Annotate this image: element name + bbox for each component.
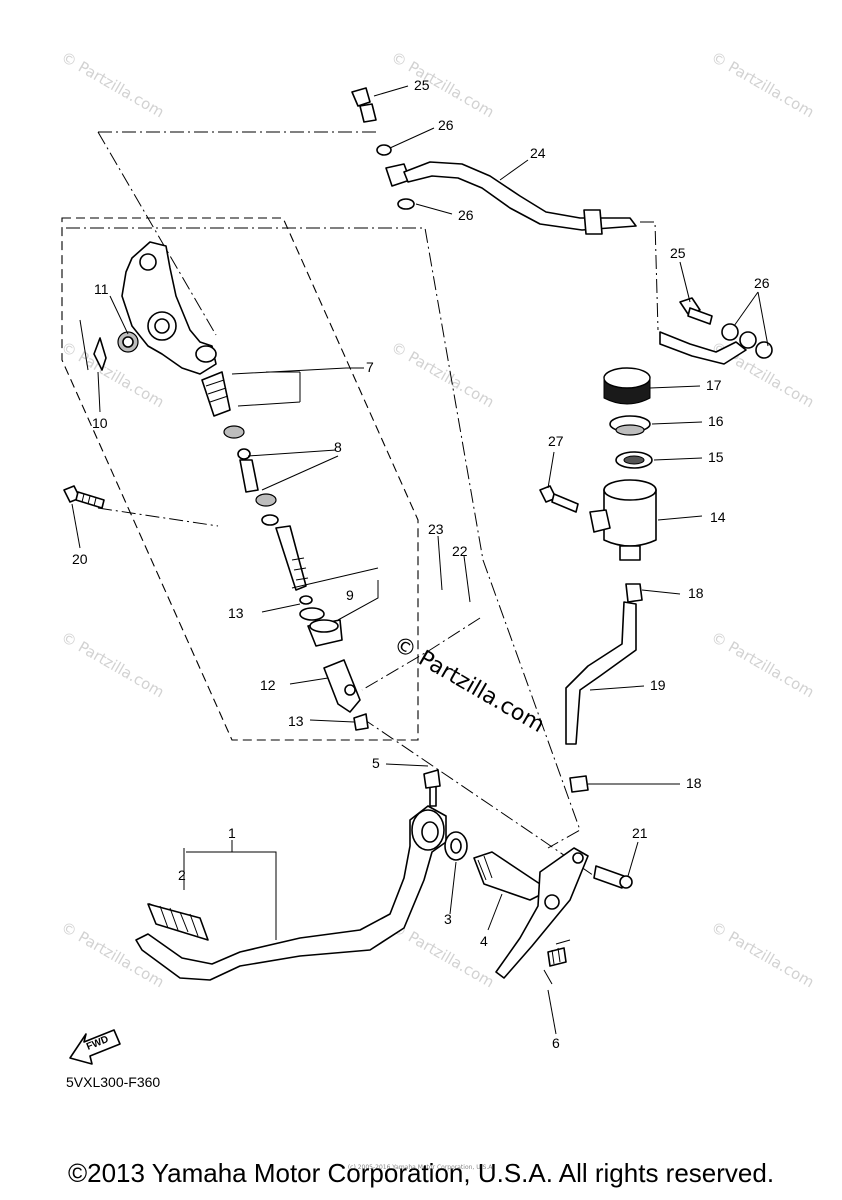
- watermarks: © Partzilla.com © Partzilla.com © Partzi…: [58, 48, 817, 991]
- watermark: © Partzilla.com: [58, 338, 167, 411]
- bolt-20: [63, 485, 105, 509]
- callout-25-lower: 25: [670, 245, 686, 261]
- master-cylinder-body: [79, 241, 217, 375]
- reservoir: [539, 367, 657, 561]
- callout-24: 24: [530, 145, 546, 161]
- callout-11: 11: [94, 281, 109, 297]
- callout-3: 3: [444, 911, 452, 927]
- outline-master-cylinder: [66, 227, 581, 849]
- watermark: © Partzilla.com: [708, 48, 817, 121]
- callout-19: 19: [650, 677, 666, 693]
- callout-16: 16: [708, 413, 724, 429]
- callouts: 1 2 3 4 5 6 7 8 9 10 11 12 13 13 14 15 1…: [72, 77, 770, 1051]
- diagram-code: 5VXL300-F360: [66, 1074, 161, 1090]
- leader-hose-2: [97, 131, 217, 336]
- callout-2: 2: [178, 867, 186, 883]
- callout-26-right: 26: [754, 275, 770, 291]
- callout-13-upper: 13: [228, 605, 244, 621]
- callout-20: 20: [72, 551, 88, 567]
- callout-5: 5: [372, 755, 380, 771]
- callout-12: 12: [260, 677, 276, 693]
- fwd-arrow: FWD: [69, 1029, 121, 1065]
- callout-1: 1: [228, 825, 236, 841]
- watermark: © Partzilla.com: [58, 48, 167, 121]
- pedal-shaft: [444, 831, 633, 985]
- callout-13-lower: 13: [288, 713, 304, 729]
- callout-15: 15: [708, 449, 724, 465]
- callout-14: 14: [710, 509, 726, 525]
- watermark: © Partzilla.com: [388, 48, 497, 121]
- small-print: (c) 2005-2016 Yamaha Motor Corporation, …: [347, 1164, 495, 1171]
- watermark: © Partzilla.com: [388, 338, 497, 411]
- callout-7: 7: [366, 359, 374, 375]
- watermark: © Partzilla.com: [388, 918, 497, 991]
- brake-pedal: [135, 769, 447, 981]
- callout-6: 6: [552, 1035, 560, 1051]
- callout-26-upper: 26: [438, 117, 454, 133]
- callout-10: 10: [92, 415, 108, 431]
- callout-21: 21: [632, 825, 648, 841]
- callout-26-middle: 26: [458, 207, 474, 223]
- leader-lines: [71, 85, 769, 1035]
- reservoir-hose: [565, 583, 643, 793]
- watermark: © Partzilla.com: [58, 628, 167, 701]
- clevis: [323, 659, 369, 731]
- callout-9: 9: [346, 587, 354, 603]
- leader-hose-3: [640, 221, 659, 331]
- callout-22: 22: [452, 543, 468, 559]
- leader-20: [97, 507, 219, 527]
- callout-23: 23: [428, 521, 444, 537]
- watermark: © Partzilla.com: [708, 628, 817, 701]
- callout-18-upper: 18: [688, 585, 704, 601]
- copyright-notice: ©2013 Yamaha Motor Corporation, U.S.A. A…: [67, 1158, 775, 1188]
- watermark-center: © Partzilla.com: [389, 632, 549, 739]
- piston-kit: [201, 371, 343, 647]
- leader-22: [361, 617, 481, 691]
- callout-25-upper: 25: [414, 77, 430, 93]
- callout-27: 27: [548, 433, 564, 449]
- callout-18-lower: 18: [686, 775, 702, 791]
- outline-7: [61, 217, 419, 741]
- brake-hose: [351, 87, 773, 365]
- callout-4: 4: [480, 933, 488, 949]
- callout-17: 17: [706, 377, 722, 393]
- callout-8: 8: [334, 439, 342, 455]
- watermark: © Partzilla.com: [708, 918, 817, 991]
